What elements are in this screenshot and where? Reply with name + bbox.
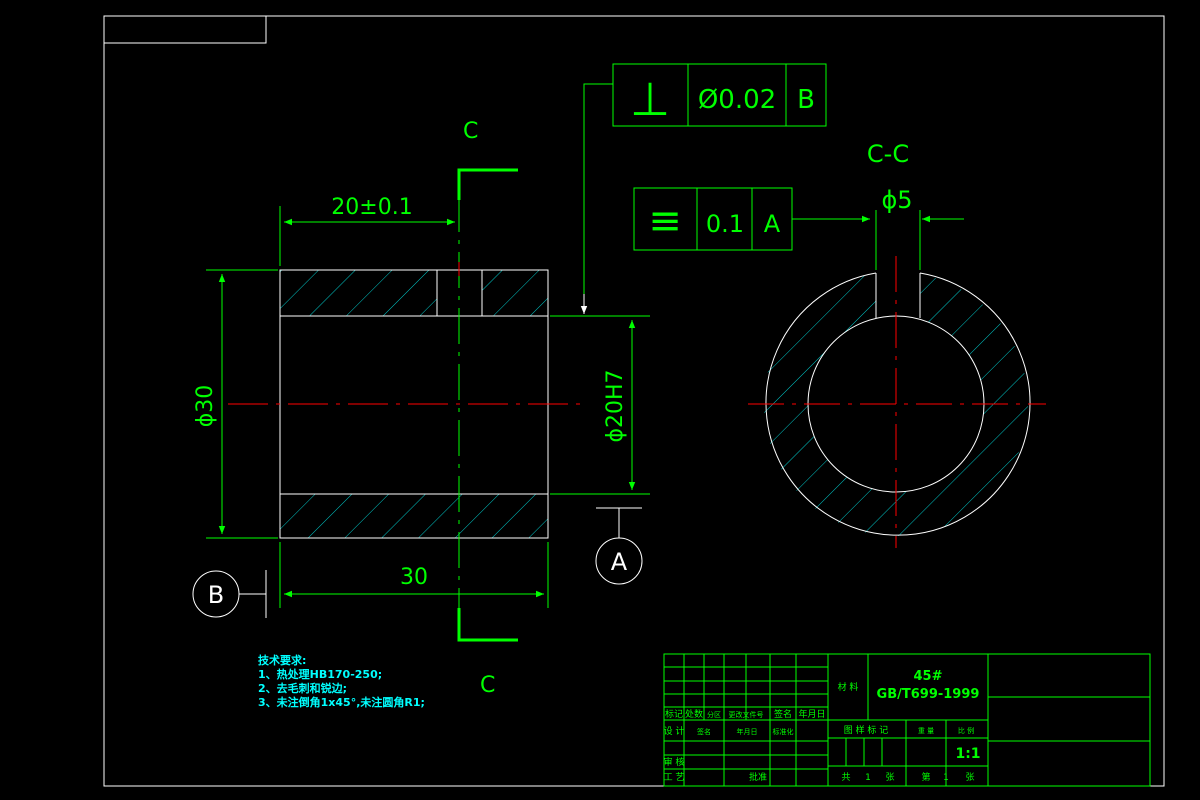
title-col-zone: 分区 — [707, 710, 721, 719]
title-sheet-unit: 张 — [965, 772, 974, 783]
title-col-mark: 标记 — [665, 708, 683, 720]
section-cut-markers — [457, 168, 518, 642]
section-label-top: C — [463, 119, 478, 144]
dimension-length — [279, 542, 549, 608]
title-total-num: 1 — [865, 773, 871, 783]
perpendicularity-value: Ø0.02 — [698, 85, 776, 115]
dimension-outer-diameter — [206, 269, 278, 539]
front-section-view — [228, 196, 586, 632]
section-view-cc — [748, 256, 1046, 548]
title-col-date: 年月日 — [798, 708, 825, 720]
section-label-bottom: C — [480, 673, 495, 698]
title-page-num: 1 — [943, 773, 949, 783]
title-process: 工 艺 — [664, 772, 685, 783]
title-weight: 重 量 — [918, 727, 934, 735]
dimension-bore-diameter-text: ϕ20H7 — [603, 369, 628, 442]
title-block: 材 料 45# GB/T699-1999 标记 处数 分区 更改文件号 签名 年… — [663, 653, 1151, 787]
datum-b-label: B — [208, 581, 224, 609]
title-standardize: 标准化 — [773, 727, 794, 736]
symmetry-symbol: ≡ — [648, 198, 682, 244]
dimension-slot-width — [875, 210, 964, 270]
dimension-outer-diameter-text: ϕ30 — [193, 385, 218, 428]
datum-a-marker — [595, 507, 643, 585]
dimension-hole-position-text: 20±0.1 — [331, 195, 412, 220]
tech-notes-title: 技术要求: — [258, 653, 306, 667]
title-col-change-doc: 更改文件号 — [729, 710, 764, 719]
title-col-count: 处数 — [685, 708, 703, 720]
title-design: 设 计 — [664, 725, 685, 737]
title-material-value: 45# — [914, 669, 943, 684]
symmetry-datum: A — [764, 210, 781, 238]
title-stage-mark: 图 样 标 记 — [844, 724, 889, 736]
dimension-slot-width-text: ϕ5 — [881, 186, 912, 214]
technical-notes: 技术要求: 1、热处理HB170-250; 2、去毛刺和锐边; 3、未注倒角1x… — [258, 653, 425, 709]
title-standard: GB/T699-1999 — [877, 687, 980, 702]
drawing-frame — [103, 15, 1165, 787]
title-approve: 批准 — [749, 771, 767, 783]
perpendicularity-datum: B — [797, 85, 815, 115]
perpendicularity-symbol: ⊥ — [630, 72, 670, 126]
symmetry-frame: ≡ 0.1 A — [633, 187, 870, 251]
dimension-hole-position — [279, 206, 455, 266]
dimension-length-text: 30 — [400, 565, 428, 590]
datum-b-marker — [192, 570, 267, 618]
title-sheets-label: 张 — [885, 772, 894, 783]
title-design-sign: 签名 — [697, 727, 711, 736]
title-scale: 1:1 — [955, 746, 980, 762]
title-page-label: 第 — [921, 771, 930, 783]
title-col-sign: 签名 — [774, 708, 792, 720]
dimension-bore-diameter — [550, 315, 650, 495]
tech-note-2: 2、去毛刺和锐边; — [258, 681, 347, 695]
section-view-title: C-C — [867, 140, 909, 168]
datum-a-label: A — [611, 548, 628, 576]
tech-note-3: 3、未注倒角1x45°,未注圆角R1; — [258, 695, 425, 709]
title-total-label: 共 — [841, 772, 850, 783]
symmetry-value: 0.1 — [706, 210, 744, 238]
title-design-date: 年月日 — [737, 727, 758, 736]
perpendicularity-frame: ⊥ Ø0.02 B — [580, 63, 827, 314]
tech-note-1: 1、热处理HB170-250; — [258, 667, 382, 681]
title-ratio: 比 例 — [958, 726, 974, 735]
title-check: 审 核 — [664, 756, 685, 768]
title-material-label: 材 料 — [838, 681, 859, 693]
